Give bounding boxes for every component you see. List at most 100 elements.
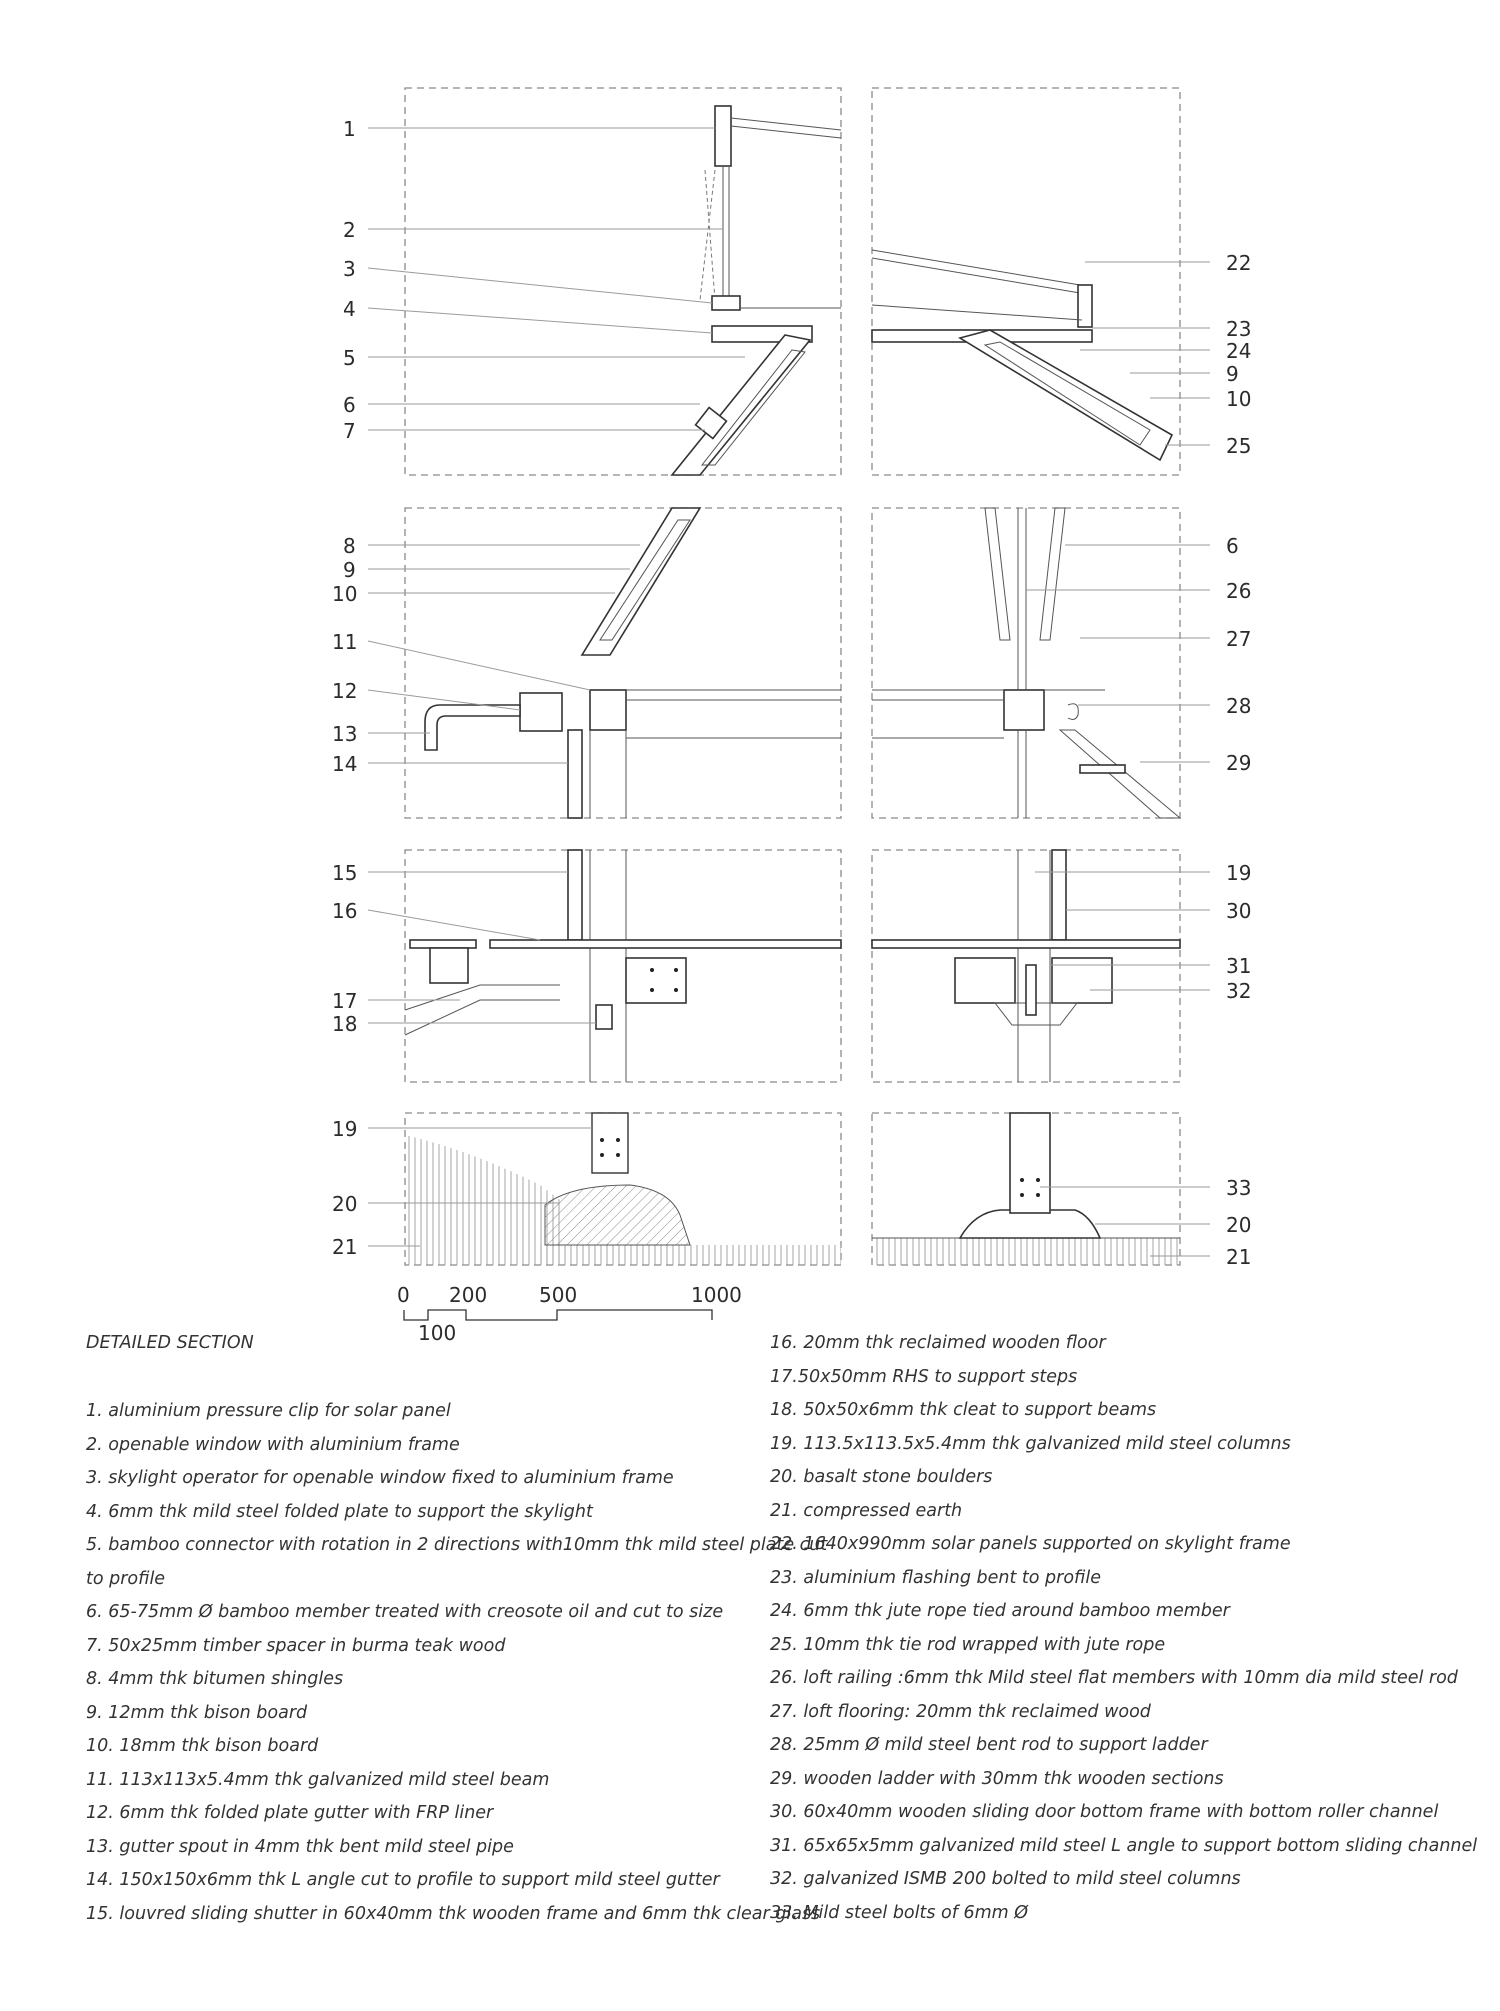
callout-13: 13 — [332, 722, 357, 746]
panel-g-geometry — [405, 1112, 841, 1265]
callout-28: 28 — [1226, 694, 1251, 718]
panel-frames — [404, 87, 1181, 1266]
note-item: 5. bamboo connector with rotation in 2 d… — [86, 1535, 828, 1555]
detailed-section-drawing: 1 2 3 4 5 6 7 22 23 24 9 10 25 — [332, 87, 1251, 1345]
callout-3: 3 — [343, 257, 356, 281]
note-item: 33. Mild steel bolts of 6mm Ø — [770, 1902, 1029, 1923]
panel-a-frame — [404, 87, 842, 476]
callout-20h: 20 — [1226, 1213, 1251, 1237]
note-item: 21. compressed earth — [770, 1500, 963, 1521]
notes-right: 16. 20mm thk reclaimed wooden floor 17.50… — [770, 1327, 1490, 1930]
note-item: 3. skylight operator for openable window… — [86, 1468, 674, 1488]
callout-20g: 20 — [332, 1192, 357, 1216]
callout-32: 32 — [1226, 979, 1251, 1003]
callout-11: 11 — [332, 630, 357, 654]
callout-29: 29 — [1226, 751, 1251, 775]
callout-16: 16 — [332, 899, 357, 923]
callout-5: 5 — [343, 346, 356, 370]
callout-19f: 19 — [1226, 861, 1251, 885]
note-item: 26. loft railing :6mm thk Mild steel fla… — [770, 1668, 1458, 1688]
callout-9c: 9 — [343, 558, 356, 582]
note-item: 29. wooden ladder with 30mm thk wooden s… — [770, 1768, 1224, 1789]
callout-24: 24 — [1226, 339, 1251, 363]
note-item: 4. 6mm thk mild steel folded plate to su… — [86, 1501, 593, 1522]
note-item: 22. 1640x990mm solar panels supported on… — [770, 1534, 1291, 1554]
callout-2: 2 — [343, 218, 356, 242]
note-item: 9. 12mm thk bison board — [86, 1702, 308, 1723]
scale-label-0: 0 — [397, 1283, 410, 1307]
note-item: 32. galvanized ISMB 200 bolted to mild s… — [770, 1869, 1241, 1889]
note-item: 12. 6mm thk folded plate gutter with FRP… — [86, 1803, 494, 1823]
panel-c-geometry — [424, 507, 841, 819]
callout-30: 30 — [1226, 899, 1251, 923]
note-item: 28. 25mm Ø mild steel bent rod to suppor… — [770, 1735, 1208, 1755]
callout-21h: 21 — [1226, 1245, 1251, 1269]
scale-label-200: 200 — [449, 1283, 487, 1307]
note-item: 27. loft flooring: 20mm thk reclaimed wo… — [770, 1701, 1151, 1722]
note-item: 13. gutter spout in 4mm thk bent mild st… — [86, 1836, 514, 1857]
note-item: 30. 60x40mm wooden sliding door bottom f… — [770, 1802, 1439, 1822]
note-item: 25. 10mm thk tie rod wrapped with jute r… — [770, 1634, 1166, 1655]
panel-a-geometry — [670, 105, 842, 476]
callout-8: 8 — [343, 534, 356, 558]
note-item: 20. basalt stone boulders — [770, 1467, 993, 1487]
panel-b-callouts: 22 23 24 9 10 25 — [1080, 251, 1251, 458]
note-item: 1. aluminium pressure clip for solar pan… — [86, 1401, 451, 1421]
callout-31: 31 — [1226, 954, 1251, 978]
panel-h-callouts: 33 20 21 — [1040, 1176, 1251, 1269]
callout-23: 23 — [1226, 317, 1251, 341]
scale-label-500: 500 — [539, 1283, 577, 1307]
callout-19g: 19 — [332, 1117, 357, 1141]
panel-e-geometry — [404, 849, 842, 1082]
panel-e-frame — [404, 849, 842, 1083]
callout-9b: 9 — [1226, 362, 1239, 386]
panel-b-geometry — [871, 249, 1174, 462]
panel-e-callouts: 15 16 17 18 — [332, 861, 596, 1036]
callout-6: 6 — [343, 393, 356, 417]
note-item: 2. openable window with aluminium frame — [86, 1434, 460, 1455]
note-item: 16. 20mm thk reclaimed wooden floor — [770, 1333, 1106, 1353]
callout-7: 7 — [343, 419, 356, 443]
note-item: to profile — [86, 1568, 166, 1589]
scale-label-1000: 1000 — [691, 1283, 742, 1307]
note-item: 14. 150x150x6mm thk L angle cut to profi… — [86, 1870, 720, 1890]
note-item: 31. 65x65x5mm galvanized mild steel L an… — [770, 1835, 1478, 1856]
callout-18: 18 — [332, 1012, 357, 1036]
callout-21g: 21 — [332, 1235, 357, 1259]
note-item: 7. 50x25mm timber spacer in burma teak w… — [86, 1635, 506, 1656]
callout-6d: 6 — [1226, 534, 1239, 558]
callout-26: 26 — [1226, 579, 1251, 603]
panel-h-geometry — [872, 1112, 1180, 1265]
section-title: DETAILED SECTION — [86, 1333, 254, 1353]
panel-f-frame — [871, 849, 1181, 1083]
callout-15: 15 — [332, 861, 357, 885]
callout-14: 14 — [332, 752, 357, 776]
callout-25: 25 — [1226, 434, 1251, 458]
scale-label-100: 100 — [418, 1321, 456, 1345]
note-item: 18. 50x50x6mm thk cleat to support beams — [770, 1400, 1157, 1420]
note-item: 15. louvred sliding shutter in 60x40mm t… — [86, 1903, 821, 1924]
panel-c-frame — [404, 507, 842, 819]
callout-17: 17 — [332, 989, 357, 1013]
callout-1: 1 — [343, 117, 356, 141]
panel-c-callouts: 8 9 10 11 12 13 14 — [332, 534, 640, 776]
panel-a-callouts: 1 2 3 4 5 6 7 — [343, 117, 745, 443]
callout-33: 33 — [1226, 1176, 1251, 1200]
note-item: 8. 4mm thk bitumen shingles — [86, 1669, 344, 1689]
callout-27: 27 — [1226, 627, 1251, 651]
note-item: 24. 6mm thk jute rope tied around bamboo… — [770, 1601, 1230, 1621]
panel-d-geometry — [872, 507, 1182, 819]
note-item: 11. 113x113x5.4mm thk galvanized mild st… — [86, 1769, 550, 1790]
callout-10b: 10 — [1226, 387, 1251, 411]
note-item: 17.50x50mm RHS to support steps — [770, 1366, 1078, 1387]
callout-10c: 10 — [332, 582, 357, 606]
scale-bar: 0 200 500 1000 100 — [397, 1283, 742, 1345]
callout-12: 12 — [332, 679, 357, 703]
panel-f-callouts: 19 30 31 32 — [1035, 861, 1251, 1003]
callout-22: 22 — [1226, 251, 1251, 275]
note-item: 10. 18mm thk bison board — [86, 1736, 319, 1756]
note-item: 19. 113.5x113.5x5.4mm thk galvanized mil… — [770, 1433, 1291, 1454]
panel-f-geometry — [871, 849, 1181, 1082]
note-item: 6. 65-75mm Ø bamboo member treated with … — [86, 1602, 724, 1622]
panel-g-callouts: 19 20 21 — [332, 1117, 592, 1259]
